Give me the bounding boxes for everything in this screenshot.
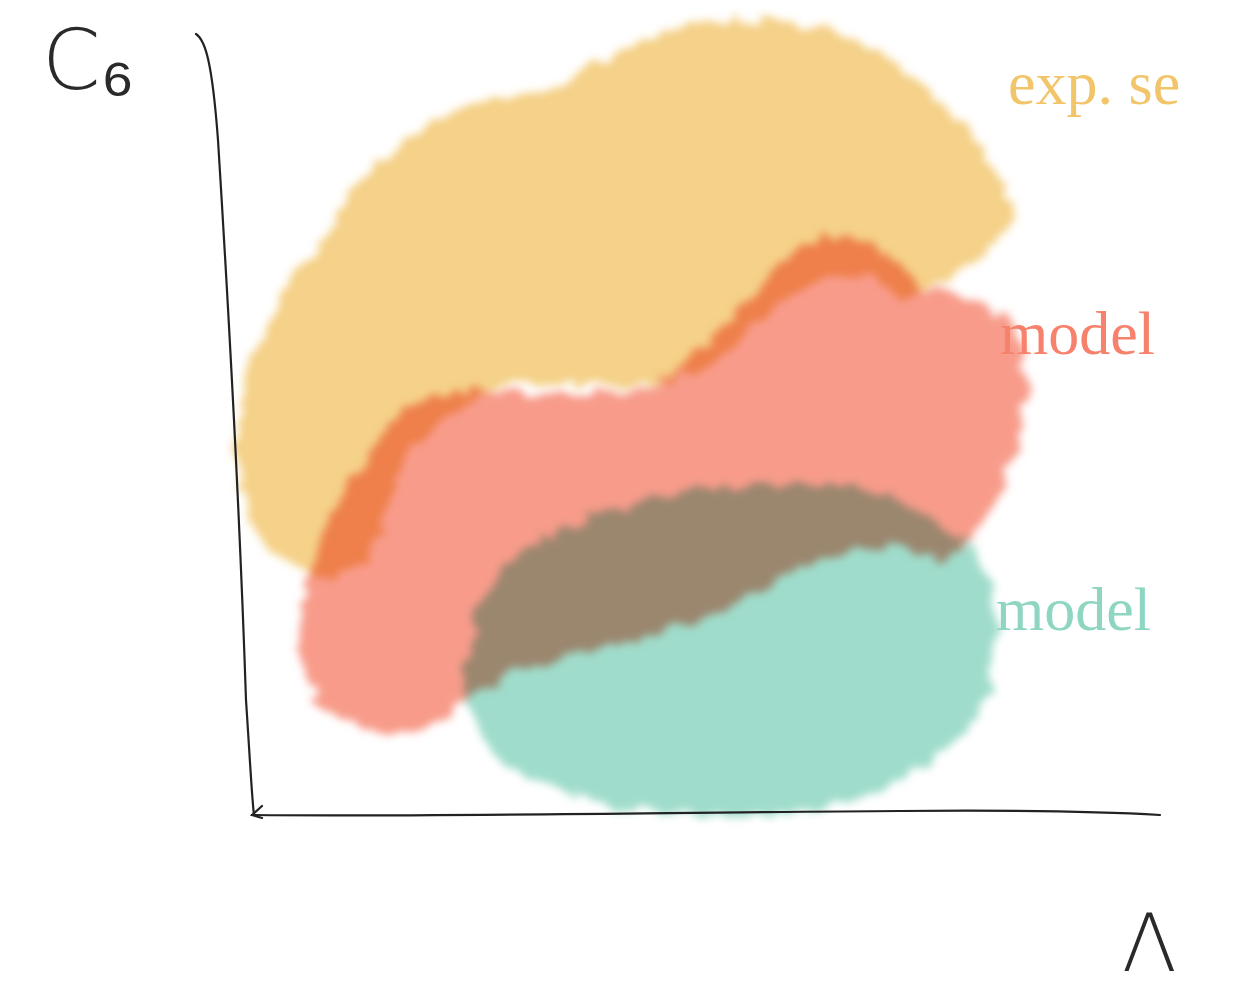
y-axis xyxy=(196,34,254,815)
region-blob xyxy=(466,483,996,818)
axis-corner xyxy=(252,806,262,818)
axis-label: C₆ xyxy=(42,18,135,102)
axis-label: Λ xyxy=(1122,904,1177,984)
legend-label: model xyxy=(996,578,1151,640)
axes xyxy=(196,34,1160,818)
region-blobs xyxy=(238,20,1025,818)
legend-label: exp. se xyxy=(1008,52,1180,114)
legend-label: model xyxy=(1000,302,1155,364)
x-axis xyxy=(252,811,1160,816)
